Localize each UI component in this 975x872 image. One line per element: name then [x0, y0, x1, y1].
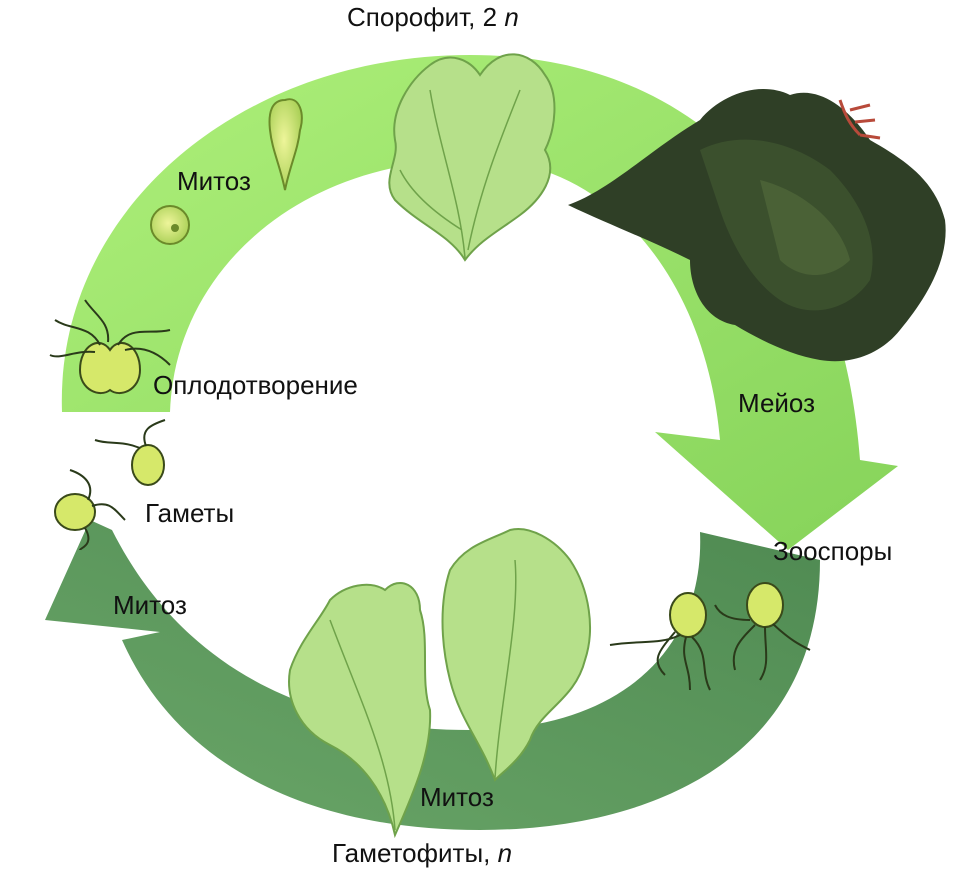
label-mitosis-bottom: Митоз: [420, 782, 494, 812]
label-mitosis-left: Митоз: [113, 590, 187, 620]
label-fertilization: Оплодотворение: [153, 370, 358, 400]
label-zoospores: Зооспоры: [773, 536, 892, 566]
label-gametophytes: Гаметофиты, n: [332, 838, 512, 868]
gametes: [54, 419, 166, 551]
fertilization-zygote: [49, 299, 171, 395]
sporophyte-dark-thallus: [568, 89, 946, 362]
zygote-mitosis-embryo: [150, 98, 303, 245]
sporophyte-thallus: [388, 53, 556, 262]
gametophyte-thalli: [288, 528, 591, 839]
label-mitosis-top: Митоз: [177, 166, 251, 196]
label-meiosis: Мейоз: [738, 388, 815, 418]
label-gametes: Гаметы: [145, 498, 234, 528]
zoospores: [609, 582, 811, 691]
lower-cycle-arrow: [45, 520, 820, 830]
label-sporophyte: Спорофит, 2 n: [347, 2, 519, 32]
